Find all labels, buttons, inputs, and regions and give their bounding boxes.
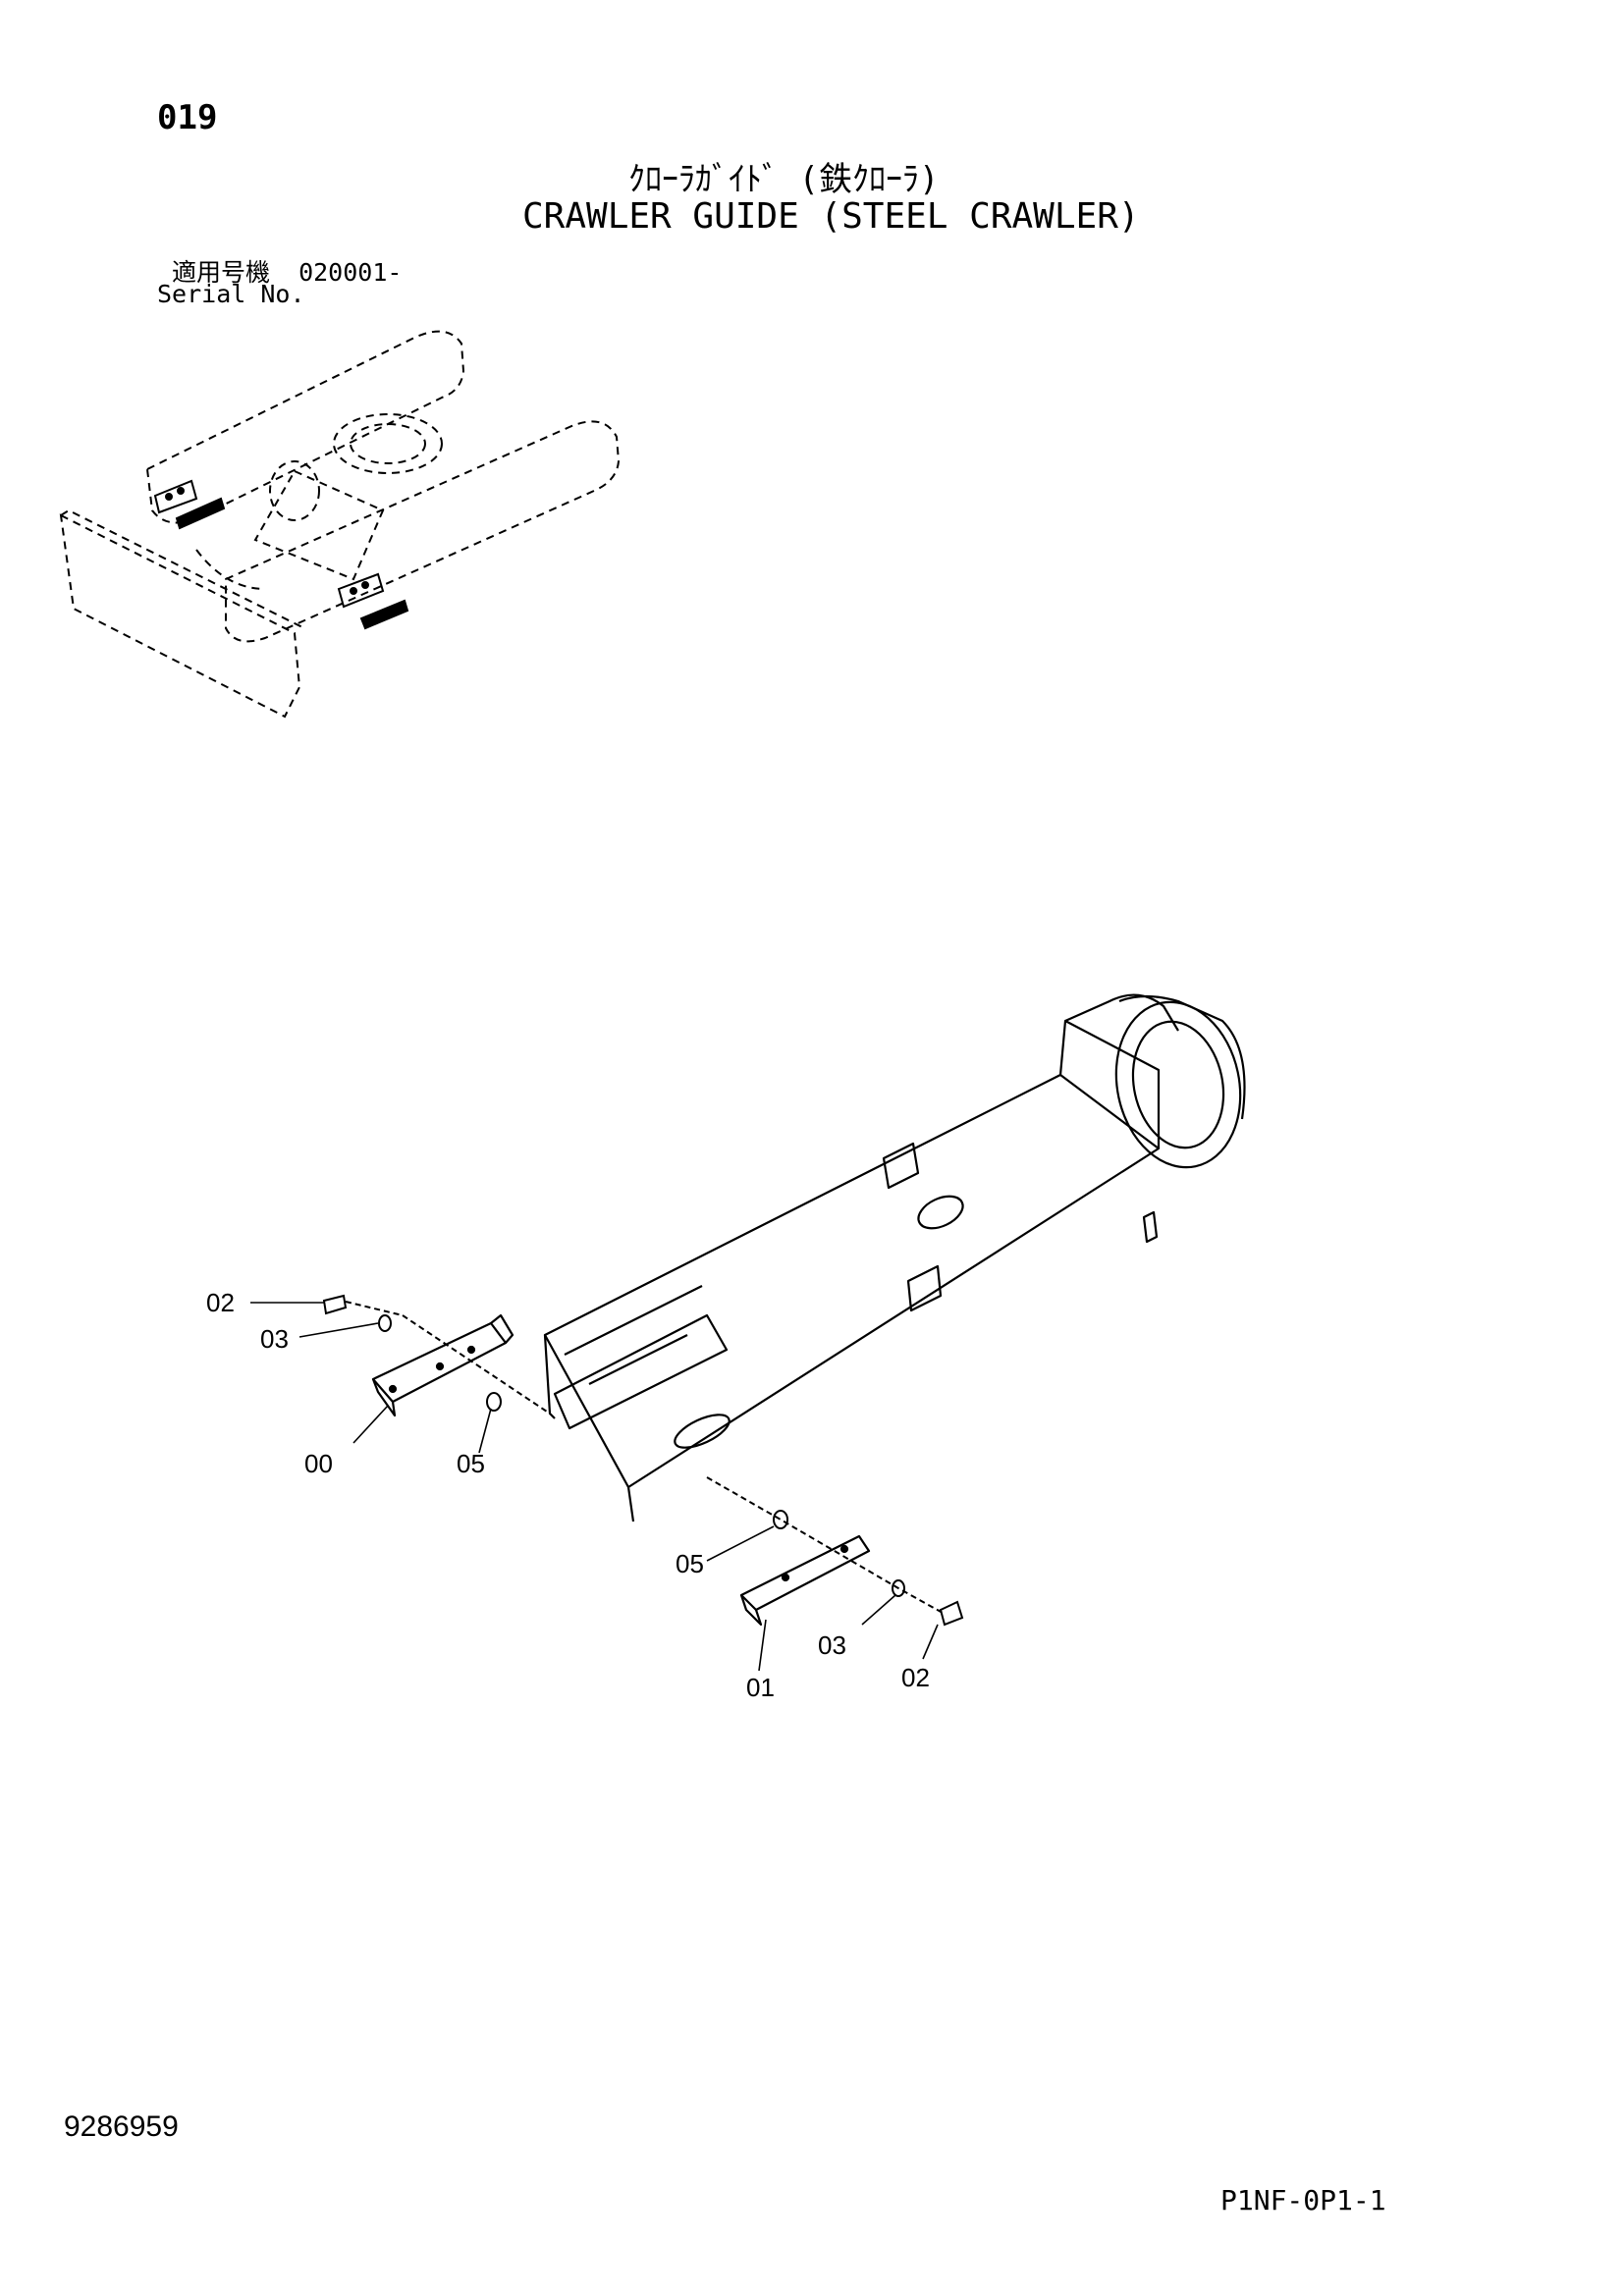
callout-00: 00 xyxy=(304,1449,333,1478)
title-english: CRAWLER GUIDE (STEEL CRAWLER) xyxy=(522,196,1140,237)
overview-guide-markers xyxy=(153,479,409,630)
page-code: P1NF-0P1-1 xyxy=(1220,2184,1386,2216)
callout-03-right: 03 xyxy=(818,1630,846,1660)
leader-lines xyxy=(250,1302,939,1672)
page-number: 019 xyxy=(157,98,218,137)
bolt-right xyxy=(706,1476,964,1627)
callout-02-left: 02 xyxy=(206,1288,235,1317)
callout-05-left: 05 xyxy=(457,1449,485,1478)
serial-label-jp-text: 適用号機 xyxy=(172,258,271,287)
bolt-left xyxy=(322,1294,551,1415)
document-number: 9286959 xyxy=(64,2110,179,2143)
callout-02-right: 02 xyxy=(901,1663,930,1692)
overview-thumbnail xyxy=(59,330,621,719)
track-frame xyxy=(543,993,1246,1522)
callout-03-left: 03 xyxy=(260,1324,289,1354)
serial-label-english: Serial No. xyxy=(157,280,305,308)
crawler-guide-left xyxy=(371,1313,514,1417)
callout-05-right: 05 xyxy=(676,1549,704,1578)
crawler-guide-right xyxy=(739,1534,871,1627)
title-japanese: ｸﾛｰﾗｶﾞｲﾄﾞ (鉄ｸﾛｰﾗ) xyxy=(628,160,940,199)
serial-label-japanese: 適用号機 020001- xyxy=(172,253,402,289)
callout-01: 01 xyxy=(746,1673,775,1702)
serial-range: 020001- xyxy=(298,258,403,287)
